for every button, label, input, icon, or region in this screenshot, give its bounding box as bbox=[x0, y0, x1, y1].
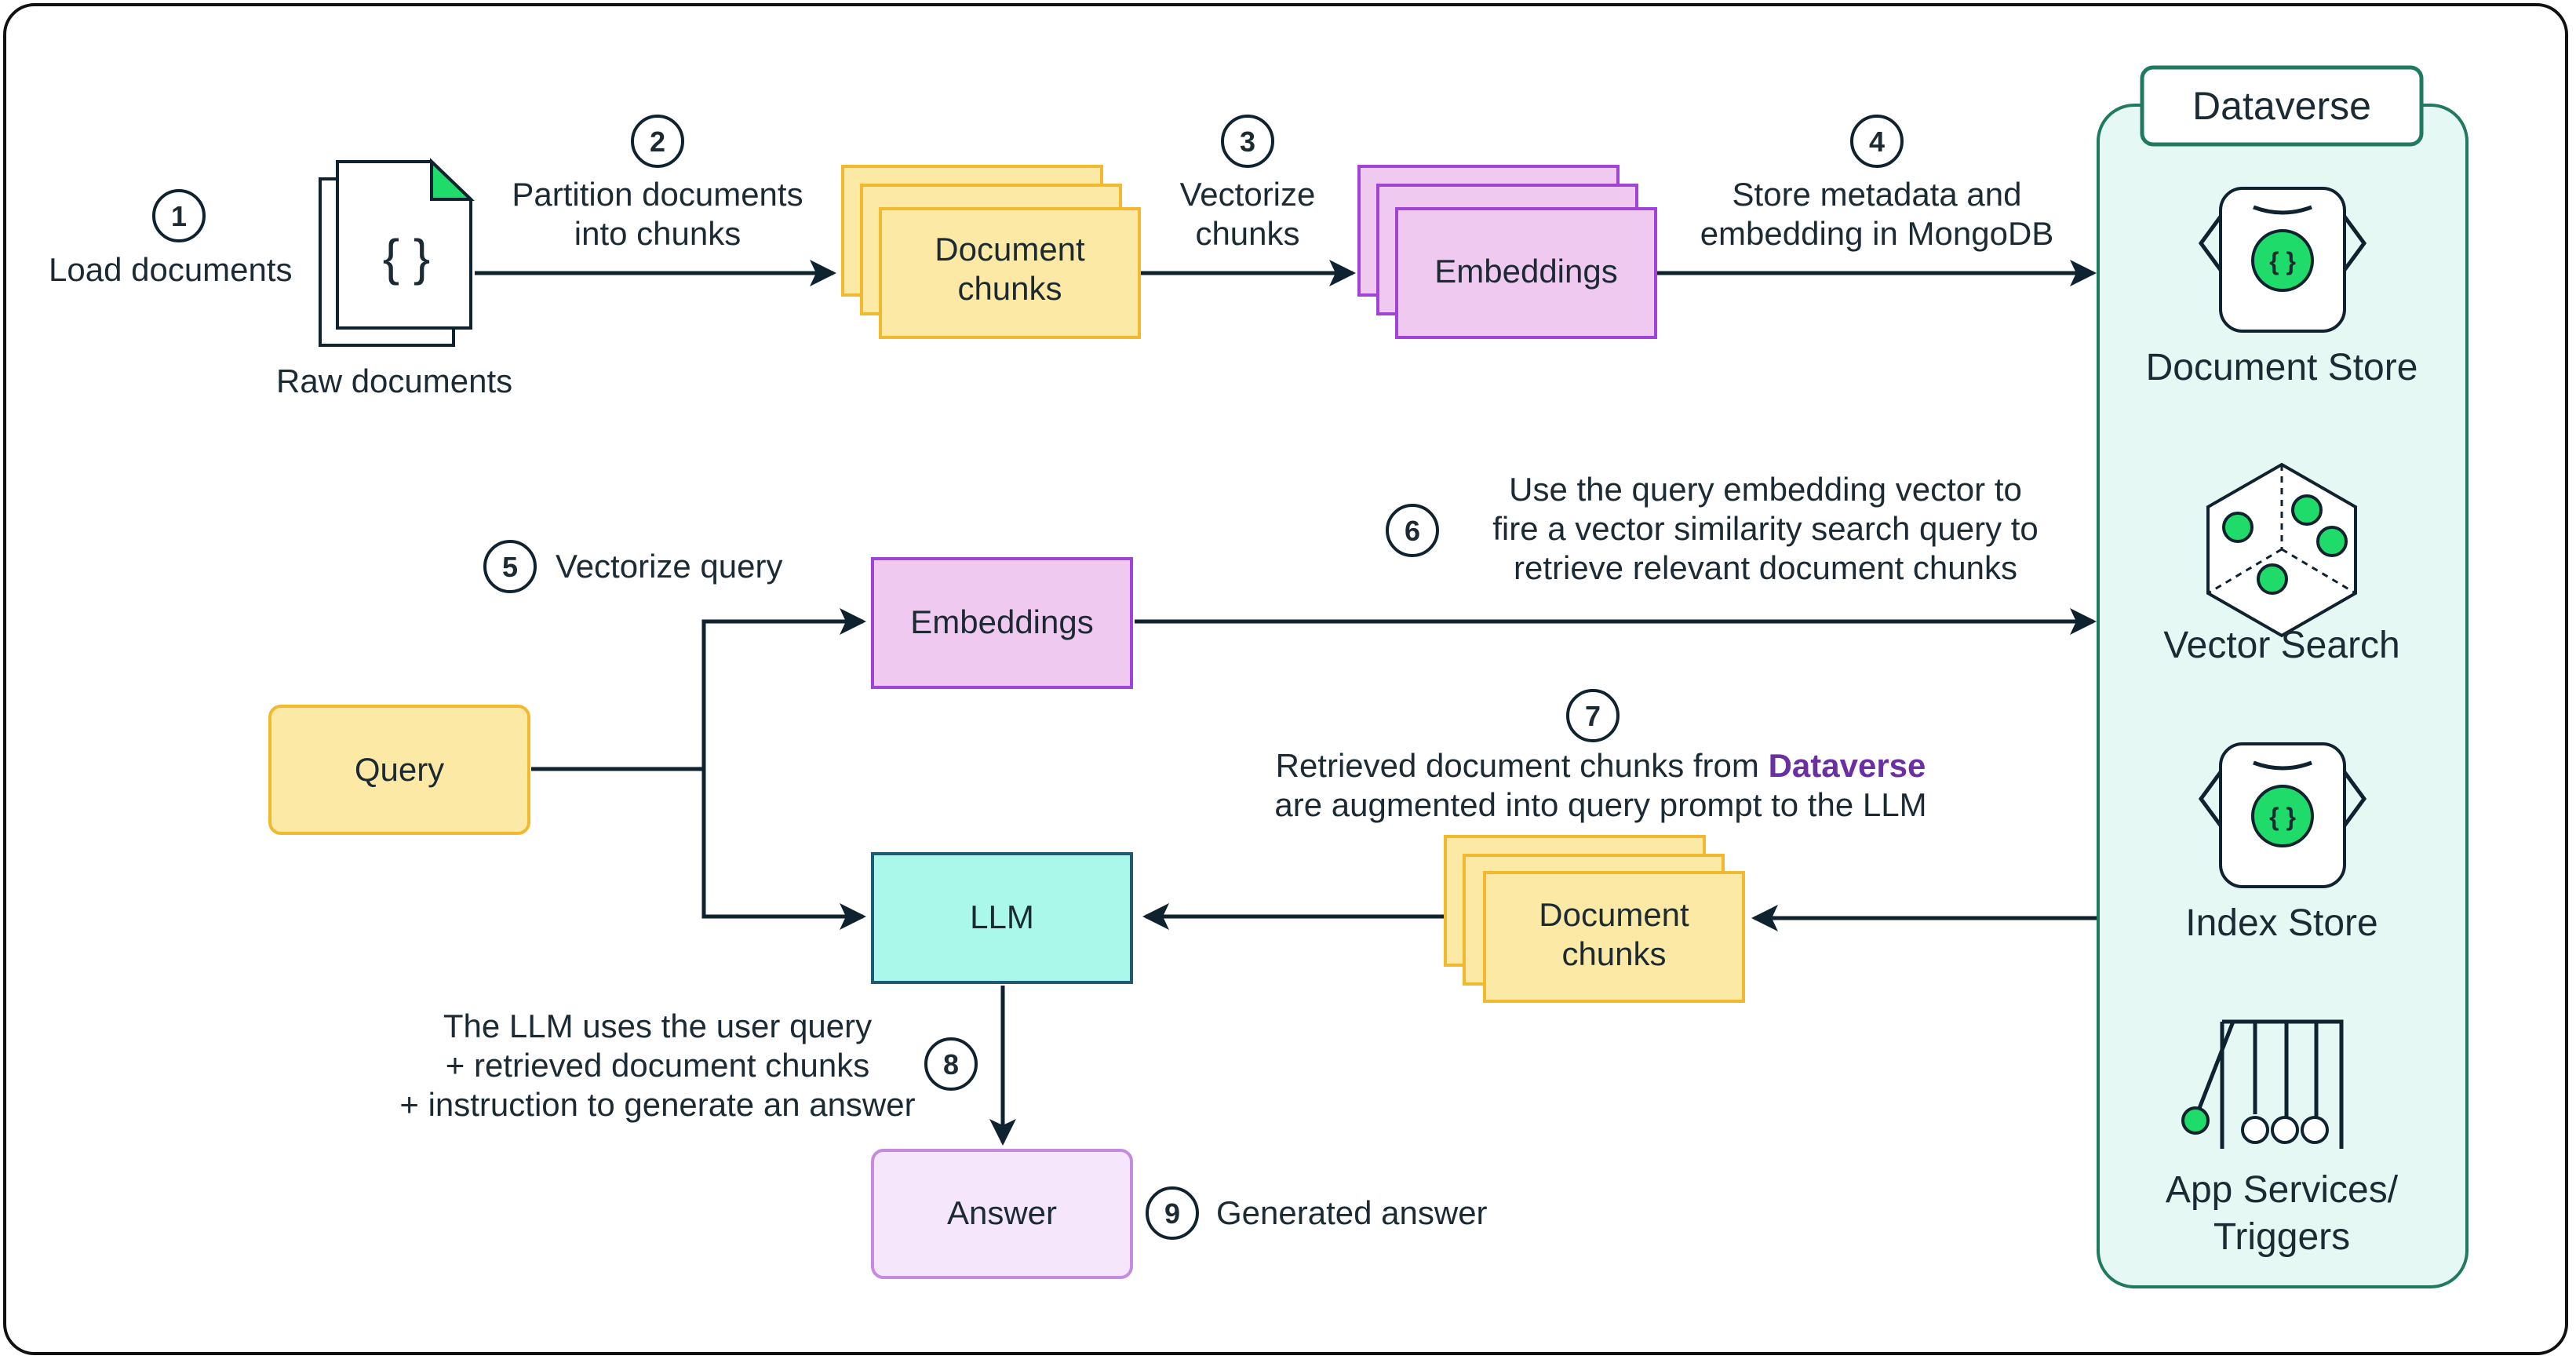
step-6-badge bbox=[1386, 504, 1439, 557]
step-8: The LLM uses the user query + retrieved … bbox=[399, 1008, 978, 1123]
step-3-line2: chunks bbox=[1195, 215, 1299, 252]
raw-documents-label: Raw documents bbox=[276, 363, 512, 399]
step-9-number: 9 bbox=[1164, 1197, 1180, 1230]
step-1-label: Load documents bbox=[49, 251, 293, 288]
llm-node: LLM bbox=[871, 852, 1133, 984]
document-store-icon: { } bbox=[2198, 187, 2367, 333]
index-store-icon: { } bbox=[2198, 742, 2367, 888]
step-5-number: 5 bbox=[502, 551, 518, 583]
step-9-label: Generated answer bbox=[1216, 1194, 1488, 1231]
arrow-query-to-llm bbox=[701, 769, 866, 930]
step-8-line3: + instruction to generate an answer bbox=[399, 1086, 915, 1123]
newtons-cradle-icon bbox=[2181, 1019, 2344, 1149]
document-store-glyph: { } bbox=[2269, 247, 2296, 275]
step-9-badge bbox=[1146, 1186, 1199, 1240]
step-1-badge bbox=[152, 189, 206, 242]
document-chunks-bottom-node: Document chunks bbox=[1444, 835, 1745, 1003]
dataverse-title: Dataverse bbox=[2192, 84, 2371, 128]
llm-label: LLM bbox=[970, 898, 1034, 935]
index-store-glyph: { } bbox=[2269, 803, 2296, 831]
step-3: 3 Vectorize chunks bbox=[1180, 115, 1316, 252]
step-7-line1-text: Retrieved document chunks from bbox=[1276, 747, 1769, 784]
step-8-number: 8 bbox=[943, 1048, 959, 1081]
document-chunks-bottom-line2: chunks bbox=[1561, 935, 1666, 972]
document-chunks-top-line1: Document bbox=[935, 231, 1085, 268]
connectors bbox=[475, 260, 2097, 1146]
step-5: 5 Vectorize query bbox=[483, 540, 783, 593]
document-chunks-top-node: Document chunks bbox=[841, 165, 1141, 339]
step-7-number: 7 bbox=[1585, 700, 1601, 732]
arrow-query-to-embeddings bbox=[531, 608, 866, 771]
step-6: 6 Use the query embedding vector to fire… bbox=[1386, 471, 2039, 586]
step-7-line2: are augmented into query prompt to the L… bbox=[1274, 786, 1926, 823]
step-2-line2: into chunks bbox=[574, 215, 741, 252]
vector-search-label: Vector Search bbox=[2163, 625, 2400, 666]
step-4-number: 4 bbox=[1869, 126, 1885, 158]
step-8-badge bbox=[924, 1037, 978, 1091]
step-7: 7 Retrieved document chunks from Dataver… bbox=[1274, 689, 1927, 823]
step-5-label: Vectorize query bbox=[556, 548, 783, 585]
step-6-line1: Use the query embedding vector to bbox=[1509, 471, 2022, 508]
embeddings-top-node: Embeddings bbox=[1357, 165, 1657, 339]
step-8-line1: The LLM uses the user query bbox=[443, 1008, 872, 1044]
step-3-number: 3 bbox=[1240, 126, 1255, 158]
app-services-label-line2: Triggers bbox=[2213, 1216, 2350, 1258]
step-8-line2: + retrieved document chunks bbox=[446, 1047, 869, 1084]
step-3-badge bbox=[1221, 115, 1274, 168]
answer-label: Answer bbox=[947, 1194, 1057, 1231]
step-6-line3: retrieve relevant document chunks bbox=[1514, 549, 2017, 586]
step-9: 9 Generated answer bbox=[1146, 1186, 1488, 1240]
step-1: 1 Load documents bbox=[49, 189, 293, 288]
step-4: 4 Store metadata and embedding in MongoD… bbox=[1700, 115, 2054, 252]
query-node: Query bbox=[268, 705, 530, 835]
step-2-line1: Partition documents bbox=[512, 176, 803, 213]
step-5-badge bbox=[483, 540, 537, 593]
document-store-label: Document Store bbox=[2146, 347, 2418, 388]
raw-documents-icon: { } bbox=[319, 158, 475, 347]
step-3-line1: Vectorize bbox=[1180, 176, 1316, 213]
dataverse-title-box bbox=[2140, 65, 2424, 147]
embeddings-query-node: Embeddings bbox=[871, 557, 1133, 689]
raw-documents-braces: { } bbox=[383, 229, 431, 286]
document-chunks-top-line2: chunks bbox=[957, 270, 1062, 307]
embeddings-top-label: Embeddings bbox=[1434, 253, 1617, 290]
step-7-dataverse-accent: Dataverse bbox=[1769, 747, 1926, 784]
step-4-line2: embedding in MongoDB bbox=[1700, 215, 2054, 252]
step-2: 2 Partition documents into chunks bbox=[512, 115, 803, 252]
step-4-badge bbox=[1850, 115, 1904, 168]
outer-frame bbox=[3, 3, 2568, 1355]
app-services-label-line1: App Services/ bbox=[2166, 1169, 2399, 1211]
dataverse-panel: Dataverse { } Document Store Vector Sear… bbox=[2097, 65, 2469, 1288]
index-store-label: Index Store bbox=[2185, 902, 2377, 944]
step-7-line1: Retrieved document chunks from Dataverse bbox=[1276, 747, 1926, 784]
document-chunks-bottom-line1: Document bbox=[1539, 896, 1689, 933]
step-2-badge bbox=[631, 115, 684, 168]
answer-node: Answer bbox=[871, 1149, 1133, 1279]
step-7-badge bbox=[1566, 689, 1620, 742]
step-2-number: 2 bbox=[650, 126, 665, 158]
step-6-line2: fire a vector similarity search query to bbox=[1492, 510, 2039, 547]
step-4-line1: Store metadata and bbox=[1733, 176, 2022, 213]
query-label: Query bbox=[355, 751, 444, 788]
embeddings-query-label: Embeddings bbox=[910, 603, 1093, 640]
step-6-number: 6 bbox=[1405, 515, 1420, 547]
vector-search-cube-icon bbox=[2206, 462, 2357, 638]
step-1-number: 1 bbox=[171, 200, 187, 232]
